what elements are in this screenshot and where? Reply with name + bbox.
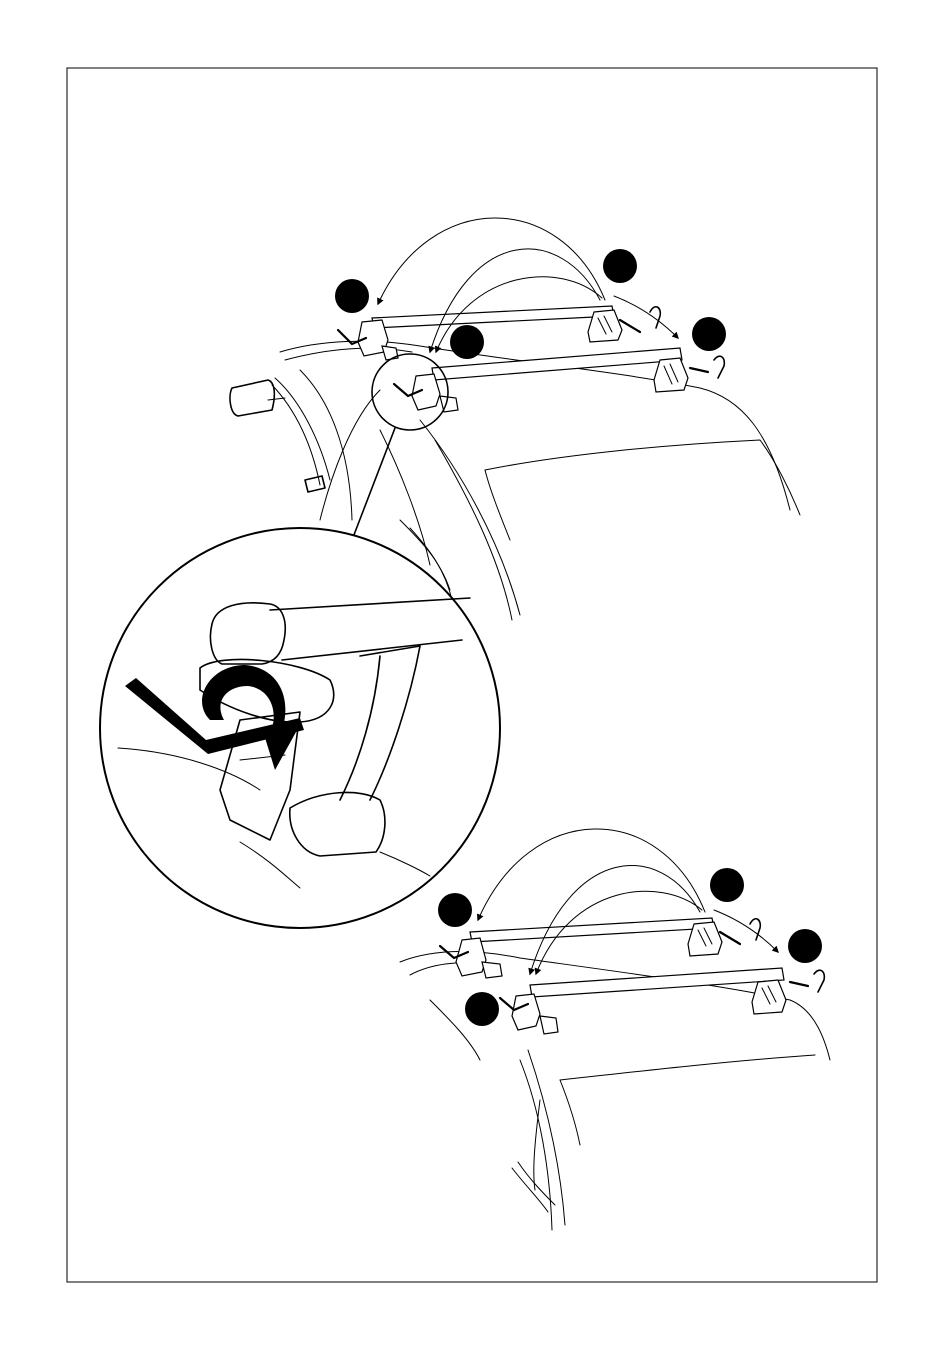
roof-bar-rear (372, 306, 614, 328)
foot-front-right (654, 358, 688, 392)
foot-rear-left (456, 938, 486, 976)
bottom-car-figure (400, 829, 830, 1230)
move-arrow-4 (714, 910, 778, 952)
foot-rear-right (588, 310, 622, 342)
callout-dot (788, 929, 822, 963)
roof-bar-rear (470, 918, 714, 942)
foot-rear-right (688, 922, 722, 956)
callout-dot (692, 317, 726, 351)
move-arrow-4 (614, 296, 678, 338)
callout-dot (465, 992, 499, 1026)
side-mirror (230, 380, 274, 416)
door-handle (305, 476, 325, 492)
callout-dot (603, 249, 637, 283)
callout-dot (335, 279, 369, 313)
callout-dot (450, 325, 484, 359)
foot-front-left (512, 994, 540, 1030)
foot-front-right (752, 980, 786, 1014)
callout-dot (710, 868, 744, 902)
move-arrow-1 (378, 218, 605, 304)
callout-dot (438, 893, 472, 927)
detail-magnifier-figure (100, 528, 500, 928)
roof-bar-front (530, 968, 784, 997)
